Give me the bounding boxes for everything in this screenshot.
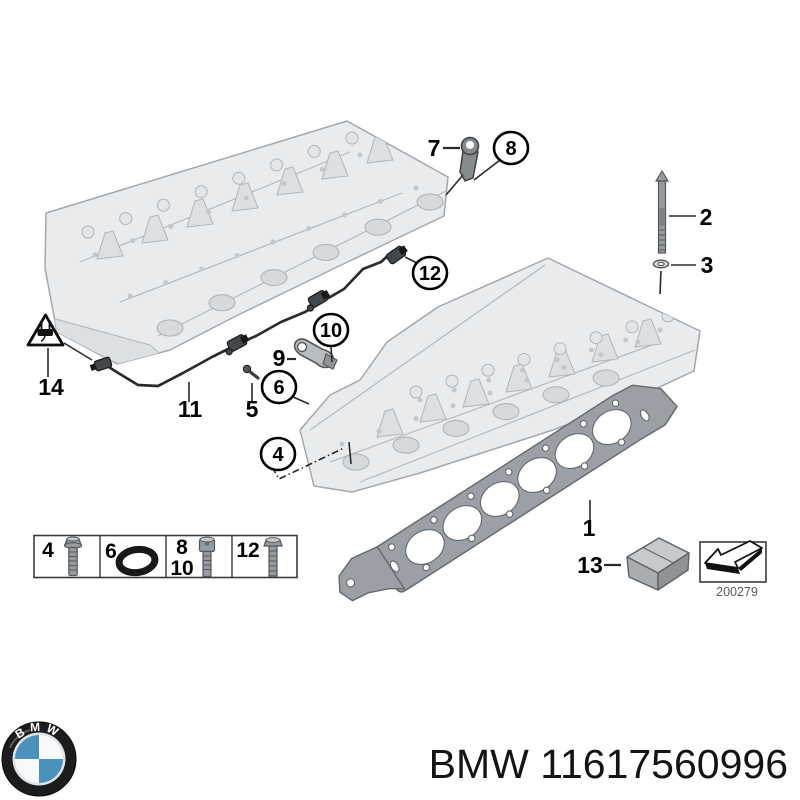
head-stud-bolt: [654, 169, 670, 254]
legend-label-12: 12: [236, 539, 259, 562]
callouts-plain: 7 2 3 9 5 11 14 1 13: [38, 135, 713, 578]
camshaft-sensor-cable: [89, 245, 408, 388]
callout-8: 8: [505, 138, 516, 160]
leader-lines: [47, 146, 696, 567]
hex-flange-bolt-icon: [63, 536, 83, 577]
callout-1: 1: [583, 515, 596, 541]
legend-label-10: 10: [170, 557, 193, 580]
cylinder-head-left: [44, 120, 449, 365]
callout-11: 11: [178, 396, 203, 422]
legend-label-4: 4: [42, 539, 54, 562]
plug-warning-triangle-icon: [26, 313, 65, 347]
stud-washer: [652, 259, 670, 269]
legend-label-8: 8: [176, 536, 188, 559]
gasket-set-box: [626, 537, 690, 591]
cylinder-head-right: [299, 257, 701, 493]
callout-4: 4: [272, 444, 284, 466]
small-sensor-part5: [242, 364, 260, 380]
roundel-quadrant: [39, 735, 63, 759]
cable-sensor-plug: [225, 334, 250, 356]
lifting-eyelet: [459, 136, 480, 182]
callout-12: 12: [419, 263, 441, 285]
holding-bracket: [293, 338, 338, 370]
socket-head-bolt-icon: [198, 536, 216, 578]
roundel-quadrant: [39, 759, 63, 783]
hex-bolt-icon: [263, 537, 283, 577]
stamp-arrow-icon: [704, 540, 763, 574]
callout-13: 13: [577, 552, 603, 578]
cable-sensor-plug: [385, 245, 408, 265]
callout-7: 7: [428, 135, 441, 161]
head-gasket: [338, 384, 678, 602]
legend-label-6: 6: [105, 540, 117, 563]
callout-2: 2: [700, 204, 713, 230]
bmw-roundel-logo: BMW: [1, 720, 77, 797]
stamp-code: 200279: [716, 585, 758, 599]
callout-14: 14: [38, 374, 64, 400]
callout-3: 3: [701, 252, 714, 278]
callouts-circled: 8 12 10 6 4: [259, 130, 530, 472]
callout-10: 10: [320, 320, 342, 342]
roundel-quadrant: [15, 735, 39, 759]
cable-sensor-plug: [306, 289, 331, 312]
stamp-box: 200279: [699, 540, 767, 599]
part-number-text: BMW 11617560996: [429, 741, 788, 787]
callout-6: 6: [273, 377, 284, 399]
cable-end-connector: [89, 356, 113, 372]
callout-5: 5: [246, 396, 259, 422]
callout-9: 9: [273, 345, 286, 371]
legend-box: 4 6 8 10 12: [33, 534, 298, 580]
o-ring-icon: [115, 545, 159, 577]
cylinder-head-right-detail: [309, 264, 696, 483]
cylinder-head-left-detail: [51, 131, 448, 364]
roundel-quadrant: [15, 759, 39, 783]
